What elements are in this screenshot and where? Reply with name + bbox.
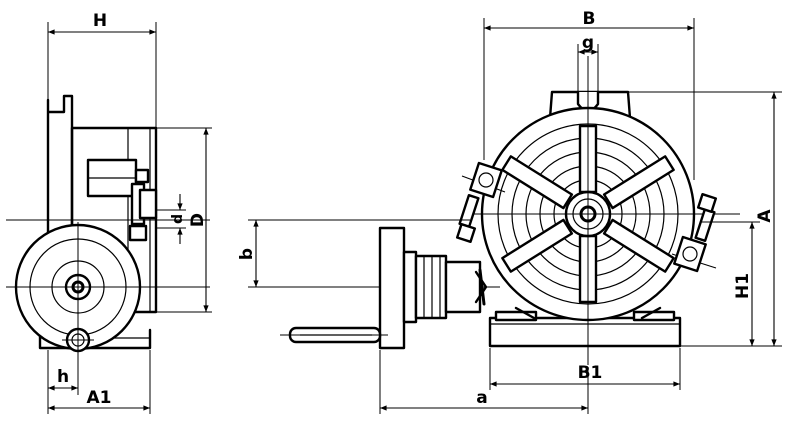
dimension-b: b [237,219,470,288]
worm-drive [250,226,500,350]
dimension-H1: H1 [700,221,760,347]
dimension-d: d [156,194,186,244]
dimension-a: a [379,350,589,414]
label-d: d [170,214,186,224]
label-g: g [582,33,594,53]
dimension-A1: A1 [48,350,151,414]
dimension-B1: B1 [489,348,681,390]
label-A: A [755,209,775,223]
label-D: D [188,213,208,227]
dimension-g: g [577,33,599,96]
left-clamp [455,161,506,244]
dimension-B: B [483,9,695,180]
dimension-A: A [628,91,782,347]
side-body [6,94,210,350]
side-disc [6,222,210,356]
label-a: a [476,388,487,408]
dimension-H: H [47,11,157,128]
dimension-D: D [156,127,212,313]
right-clamp [671,192,718,273]
front-table [470,56,740,365]
label-b: b [237,248,257,260]
label-H1: H1 [733,273,753,299]
label-B1: B1 [578,363,603,383]
t-slots [501,124,675,304]
front-view: B g [237,9,782,414]
label-A1: A1 [87,388,112,408]
label-h: h [57,367,69,387]
dimension-h: h [47,350,79,414]
side-view: H [6,11,212,414]
label-B: B [583,9,596,29]
label-H: H [93,11,107,31]
